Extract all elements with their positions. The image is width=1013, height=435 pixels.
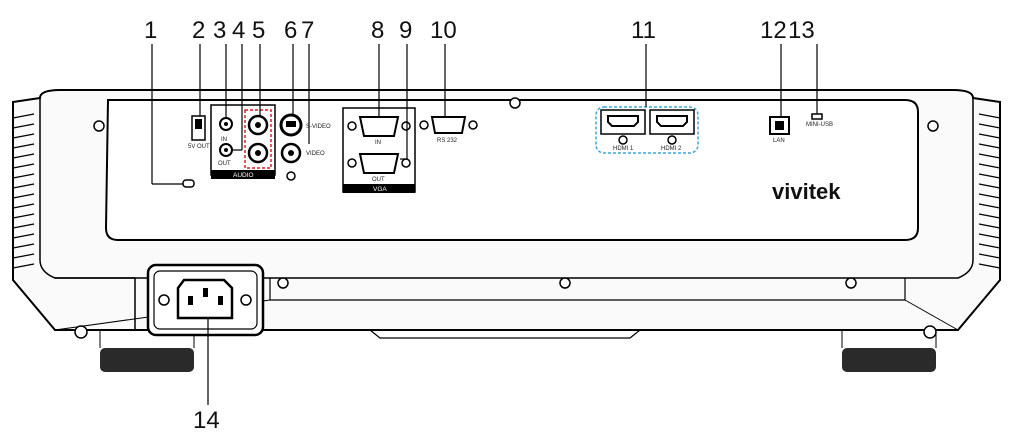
callout-11: 11: [631, 17, 656, 44]
callouts: 1 2 3 4 5 6 7 8 9 10 11 12 13 14: [144, 17, 815, 434]
label-audio-in: IN: [221, 137, 227, 143]
lan-port: LAN: [769, 116, 790, 144]
rs232-port: RS 232: [419, 116, 478, 144]
callout-5: 5: [252, 17, 265, 44]
screw-icon: [74, 97, 939, 339]
label-vga-in: IN: [375, 140, 381, 146]
callout-6: 6: [284, 17, 297, 44]
label-5v-out: 5V OUT: [188, 144, 210, 150]
vga-panel: VGA IN OUT: [342, 107, 416, 193]
callout-13: 13: [788, 17, 815, 44]
left-foot: [100, 348, 194, 372]
callout-4: 4: [232, 17, 245, 44]
label-hdmi-1: HDMI 1: [613, 146, 634, 152]
ac-power-inlet: [146, 263, 265, 337]
callout-14: 14: [193, 407, 220, 430]
callout-7: 7: [301, 17, 314, 44]
label-vga: VGA: [373, 186, 387, 193]
label-rs232: RS 232: [437, 138, 458, 144]
label-lan: LAN: [773, 138, 785, 144]
label-mini-usb: MINI-USB: [806, 122, 833, 128]
label-audio-out: OUT: [218, 161, 231, 167]
right-foot: [842, 348, 936, 372]
callout-1: 1: [144, 17, 157, 44]
callout-12: 12: [760, 17, 787, 44]
left-vent: [12, 113, 35, 269]
callout-2: 2: [192, 17, 205, 44]
hdmi-2-port: [656, 115, 688, 127]
leader-lines: [151, 44, 818, 405]
label-s-video: S-VIDEO: [306, 124, 331, 130]
audio-panel: AUDIO IN OUT: [210, 104, 276, 179]
right-vent: [978, 113, 1001, 269]
vga-out-port: [358, 153, 400, 174]
audio-highlight: [244, 109, 272, 169]
callout-10: 10: [430, 17, 457, 44]
usb-5v-out-port: 5V OUT: [188, 115, 210, 150]
label-video: VIDEO: [306, 151, 325, 157]
callout-8: 8: [371, 17, 384, 44]
hdmi-1-port: [607, 115, 639, 127]
label-audio: AUDIO: [233, 172, 254, 179]
callout-9: 9: [399, 17, 412, 44]
video-ports: S-VIDEO VIDEO: [279, 113, 331, 181]
hdmi-panel: HDMI 1 HDMI 2: [595, 106, 699, 154]
vga-in-port: [358, 116, 400, 137]
label-hdmi-2: HDMI 2: [661, 146, 682, 152]
vivitek-logo: vivitek: [772, 179, 841, 204]
label-vga-out: OUT: [372, 177, 385, 183]
callout-3: 3: [213, 17, 226, 44]
